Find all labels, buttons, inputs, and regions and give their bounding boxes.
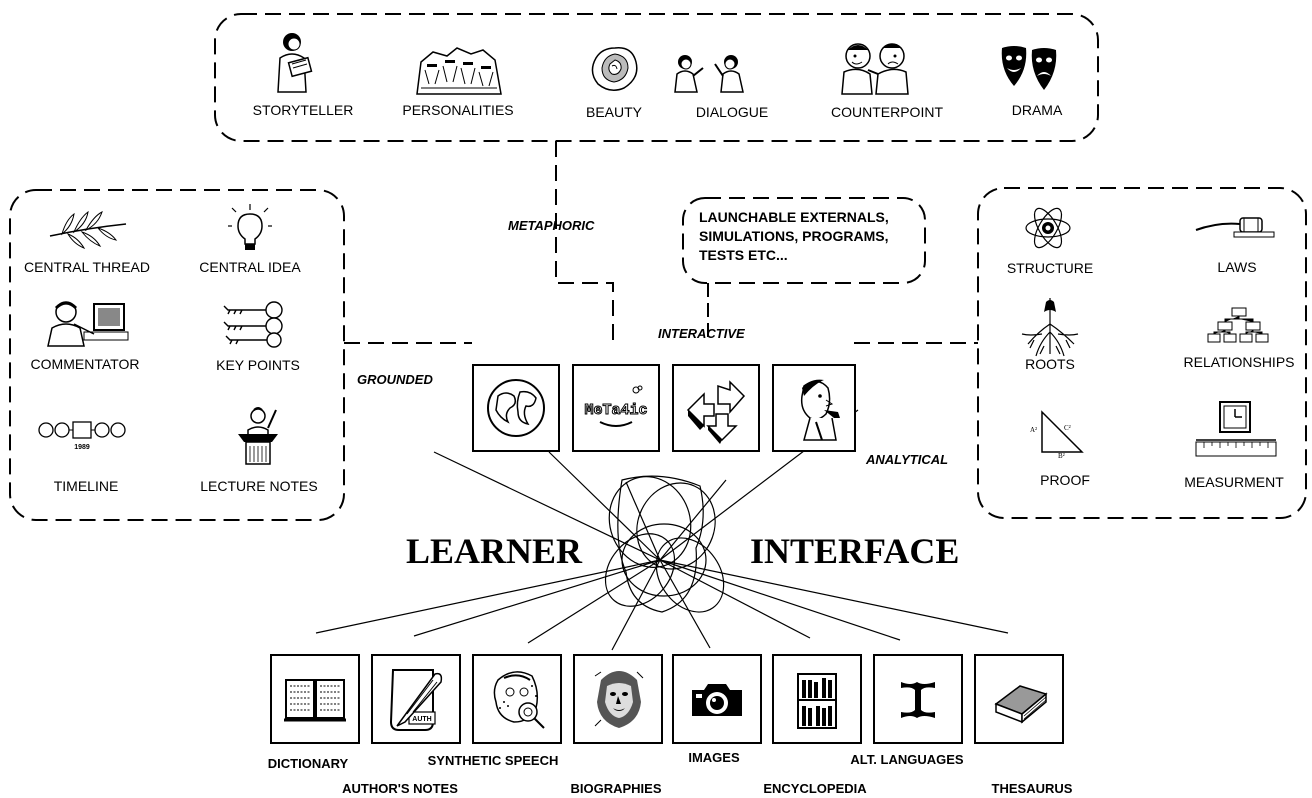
timeline-year: 1989 xyxy=(74,444,90,451)
svg-text:A²: A² xyxy=(1030,426,1037,434)
storyteller-icon xyxy=(277,33,313,93)
speaking-head-icon xyxy=(493,671,545,729)
timeline-icon: 1989 xyxy=(38,421,126,451)
externals-frame xyxy=(682,197,926,284)
analytical-guide-button[interactable] xyxy=(772,364,856,452)
lecture-notes-label: LECTURE NOTES xyxy=(200,478,318,494)
roots-label: ROOTS xyxy=(1025,356,1075,372)
keys-icon xyxy=(223,301,283,348)
key-points-label: KEY POINTS xyxy=(216,357,300,373)
closed-book-icon xyxy=(994,685,1048,724)
alt-languages-label: ALT. LANGUAGES xyxy=(850,752,964,767)
dictionary-button[interactable] xyxy=(270,654,360,744)
metaphor-logo-icon: MeTa4ic xyxy=(584,385,648,427)
grounded-frame xyxy=(9,189,345,521)
synthetic-speech-button[interactable] xyxy=(472,654,562,744)
i-beam-icon xyxy=(901,682,935,718)
beauty-label: BEAUTY xyxy=(585,104,643,120)
externals-line-3: TESTS ETC... xyxy=(699,247,788,263)
biographies-button[interactable] xyxy=(573,654,663,744)
central-idea-label: CENTRAL IDEA xyxy=(199,259,301,275)
central-loops-icon xyxy=(604,475,725,613)
externals-line-2: SIMULATIONS, PROGRAMS, xyxy=(699,228,889,244)
interactive-guide-button[interactable] xyxy=(672,364,760,452)
synthetic-speech-label: SYNTHETIC SPEECH xyxy=(427,753,559,768)
metaphoric-guide-button[interactable]: MeTa4ic xyxy=(572,364,660,452)
externals-line-1: LAUNCHABLE EXTERNALS, xyxy=(699,209,889,225)
gavel-icon xyxy=(1195,217,1275,238)
learner-title: LEARNER xyxy=(406,531,583,571)
proof-label: PROOF xyxy=(1040,472,1090,488)
metaphoric-label: METAPHORIC xyxy=(508,218,595,233)
measurment-label: MEASURMENT xyxy=(1184,474,1284,490)
metaphoric-frame xyxy=(214,13,1099,142)
svg-text:B²: B² xyxy=(1058,452,1065,460)
lectern-icon xyxy=(238,407,278,465)
rose-icon xyxy=(591,47,638,91)
thinker-icon xyxy=(800,379,840,441)
metaphoric-connector xyxy=(555,141,614,343)
open-book-icon xyxy=(284,679,346,722)
analytical-frame xyxy=(977,187,1307,519)
quill-scroll-icon: AUTH xyxy=(389,669,443,731)
authors-notes-label: AUTHOR'S NOTES xyxy=(342,781,458,796)
structure-label: STRUCTURE xyxy=(1006,260,1094,276)
drama-label: DRAMA xyxy=(1011,102,1063,118)
commentator-label: COMMENTATOR xyxy=(30,356,140,372)
grounded-label: GROUNDED xyxy=(357,372,433,387)
branch-icon xyxy=(49,210,127,250)
images-button[interactable] xyxy=(672,654,762,744)
alt-languages-button[interactable] xyxy=(873,654,963,744)
hierarchy-icon xyxy=(1207,307,1269,343)
encyclopedia-button[interactable] xyxy=(772,654,862,744)
dialogue-icon xyxy=(674,55,744,93)
timeline-label: TIMELINE xyxy=(53,478,119,494)
personalities-icon xyxy=(416,47,502,95)
central-thread-label: CENTRAL THREAD xyxy=(23,259,151,275)
counterpoint-label: COUNTERPOINT xyxy=(831,104,943,120)
personalities-label: PERSONALITIES xyxy=(402,102,514,118)
interactive-label: INTERACTIVE xyxy=(658,326,745,341)
globe-icon xyxy=(487,379,545,437)
atom-icon xyxy=(1025,207,1071,249)
camera-icon xyxy=(692,684,742,716)
thesaurus-button[interactable] xyxy=(974,654,1064,744)
laws-label: LAWS xyxy=(1217,259,1257,275)
clock-ruler-icon xyxy=(1195,401,1277,457)
relationships-label: RELATIONSHIPS xyxy=(1183,354,1295,370)
dialogue-label: DIALOGUE xyxy=(695,104,769,120)
interface-title: INTERFACE xyxy=(750,531,960,571)
drama-masks-icon xyxy=(1001,46,1057,90)
lightbulb-icon xyxy=(228,204,272,250)
images-label: IMAGES xyxy=(688,750,740,765)
bookshelf-icon xyxy=(797,673,837,729)
thesaurus-label: THESAURUS xyxy=(991,781,1073,796)
grounded-guide-button[interactable] xyxy=(472,364,560,452)
dictionary-label: DICTIONARY xyxy=(267,756,349,771)
authors-notes-button[interactable]: AUTH xyxy=(371,654,461,744)
analytical-label: ANALYTICAL xyxy=(866,452,949,467)
roots-icon xyxy=(1021,298,1079,357)
arrows-icon xyxy=(686,380,746,444)
triangle-icon: A² C² B² xyxy=(1030,410,1084,460)
encyclopedia-label: ENCYCLOPEDIA xyxy=(763,781,867,796)
biographies-label: BIOGRAPHIES xyxy=(570,781,662,796)
storyteller-label: STORYTELLER xyxy=(252,102,354,118)
externals-text: LAUNCHABLE EXTERNALS, SIMULATIONS, PROGR… xyxy=(699,208,889,265)
counterpoint-icon xyxy=(841,43,909,95)
metaphor-logo-text: MeTa4ic xyxy=(584,402,647,419)
portrait-icon xyxy=(593,670,645,728)
svg-text:AUTH: AUTH xyxy=(412,716,431,723)
commentator-icon xyxy=(47,301,129,347)
svg-text:C²: C² xyxy=(1064,424,1071,432)
